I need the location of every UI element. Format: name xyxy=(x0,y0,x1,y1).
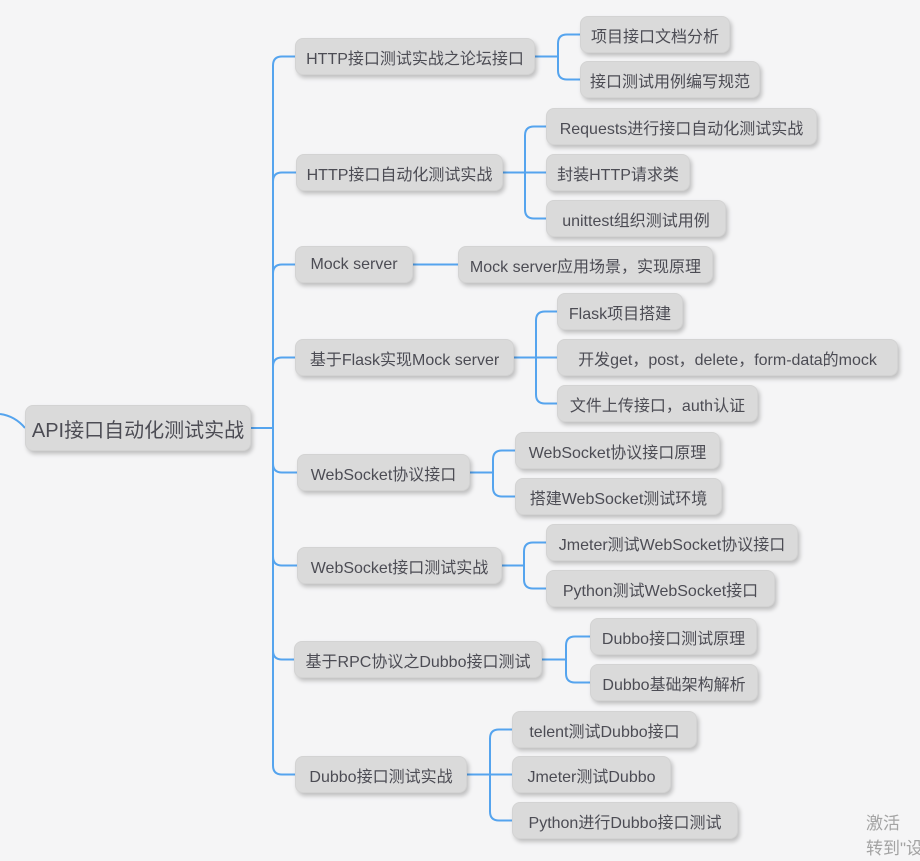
edge-root-b6 xyxy=(272,428,297,567)
edge-b7-b7c1 xyxy=(565,635,590,660)
edge-b6-b6c2 xyxy=(523,565,546,590)
edge-root-b7 xyxy=(272,428,294,661)
mindmap-node-b2c3[interactable]: unittest组织测试用例 xyxy=(546,200,726,237)
mindmap-node-b8c3[interactable]: Python进行Dubbo接口测试 xyxy=(512,802,738,839)
edge-b5-b5c2 xyxy=(492,472,515,498)
edge-b8-b8c1 xyxy=(489,728,512,775)
edge-b2-b2c3 xyxy=(524,172,546,220)
edge-root-b2 xyxy=(272,171,296,428)
mindmap-node-b6c2[interactable]: Python测试WebSocket接口 xyxy=(546,570,775,607)
mindmap-node-b7[interactable]: 基于RPC协议之Dubbo接口测试 xyxy=(294,641,542,678)
edge-root-b8 xyxy=(272,428,295,776)
mindmap-node-b1c1[interactable]: 项目接口文档分析 xyxy=(580,16,730,53)
mindmap-node-b4c2[interactable]: 开发get，post，delete，form-data的mock xyxy=(557,339,898,376)
edge-b4-b4c3 xyxy=(535,357,557,405)
edge-root-b3 xyxy=(272,263,295,428)
mindmap-node-b7c1[interactable]: Dubbo接口测试原理 xyxy=(590,618,757,655)
windows-activation-watermark: 激活 转到"设 xyxy=(866,811,920,861)
mindmap-node-b4c3[interactable]: 文件上传接口，auth认证 xyxy=(557,385,758,422)
watermark-line1: 激活 xyxy=(866,814,900,833)
mindmap-node-b6[interactable]: WebSocket接口测试实战 xyxy=(297,547,502,584)
mindmap-node-b1c2[interactable]: 接口测试用例编写规范 xyxy=(580,61,760,98)
edge-b8-b8c3 xyxy=(489,774,512,822)
edge-b5-b5c1 xyxy=(492,449,515,473)
mindmap-node-b8[interactable]: Dubbo接口测试实战 xyxy=(295,756,467,793)
edge-root-b1 xyxy=(272,55,295,428)
mindmap-node-b3[interactable]: Mock server xyxy=(295,246,413,283)
edge-b1-b1c2 xyxy=(557,56,580,81)
mindmap-node-b5c1[interactable]: WebSocket协议接口原理 xyxy=(515,432,720,469)
mindmap-node-b2c1[interactable]: Requests进行接口自动化测试实战 xyxy=(546,108,817,145)
edge-b1-b1c1 xyxy=(557,33,580,57)
edge-b2-b2c1 xyxy=(524,125,546,173)
edge-b4-b4c1 xyxy=(535,310,557,358)
mindmap-node-b4[interactable]: 基于Flask实现Mock server xyxy=(295,339,514,376)
edge-b7-b7c2 xyxy=(565,659,590,684)
mindmap-node-b3c1[interactable]: Mock server应用场景，实现原理 xyxy=(458,246,713,283)
edge-offscreen-root xyxy=(0,413,26,429)
mindmap-node-b2c2[interactable]: 封装HTTP请求类 xyxy=(546,154,690,191)
mindmap-node-b5[interactable]: WebSocket协议接口 xyxy=(297,454,470,491)
mindmap-node-b8c2[interactable]: Jmeter测试Dubbo xyxy=(512,756,671,793)
mindmap-node-root[interactable]: API接口自动化测试实战 xyxy=(25,405,251,451)
mindmap-node-b5c2[interactable]: 搭建WebSocket测试环境 xyxy=(515,478,722,515)
edge-root-b4 xyxy=(272,356,295,428)
mindmap-node-b2[interactable]: HTTP接口自动化测试实战 xyxy=(296,154,503,191)
edge-b6-b6c1 xyxy=(523,541,546,566)
watermark-line2: 转到"设 xyxy=(866,839,920,858)
mindmap-node-b1[interactable]: HTTP接口测试实战之论坛接口 xyxy=(295,38,535,75)
mindmap-node-b7c2[interactable]: Dubbo基础架构解析 xyxy=(590,664,758,701)
mindmap-node-b6c1[interactable]: Jmeter测试WebSocket协议接口 xyxy=(546,524,798,561)
mindmap-node-b8c1[interactable]: telent测试Dubbo接口 xyxy=(512,711,697,748)
edge-root-b5 xyxy=(272,428,297,474)
mindmap-node-b4c1[interactable]: Flask项目搭建 xyxy=(557,293,683,330)
